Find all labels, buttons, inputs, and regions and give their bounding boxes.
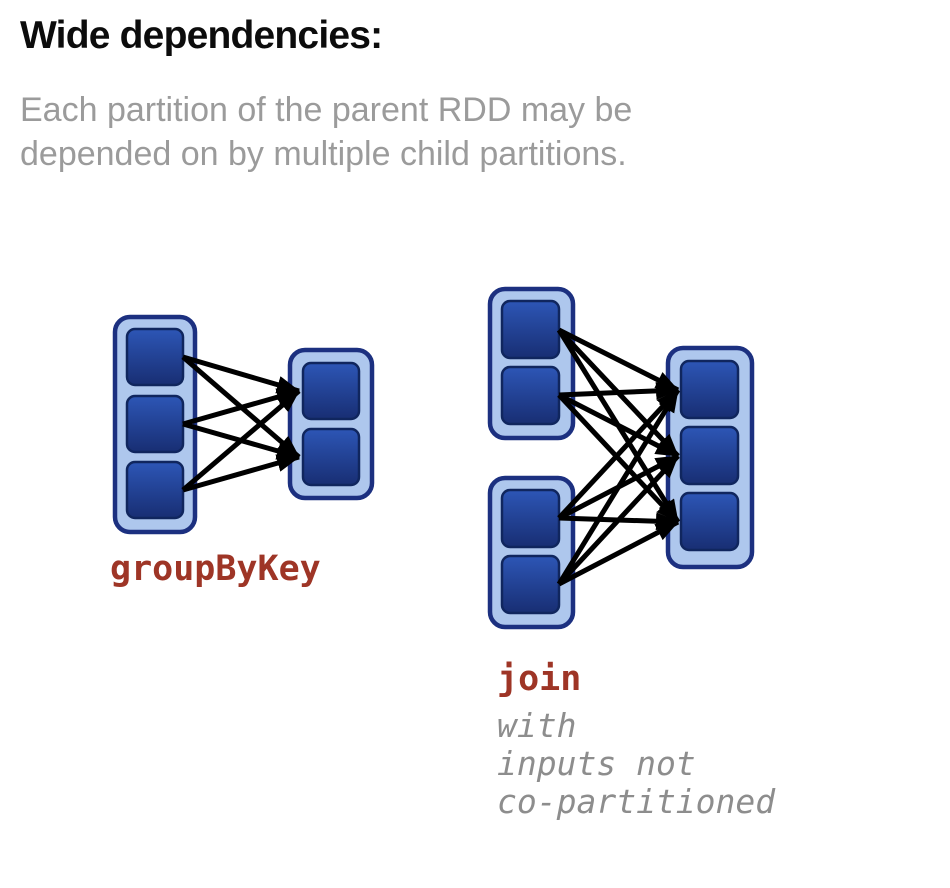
groupbykey-label: groupByKey (110, 549, 321, 589)
rdd-partition (125, 460, 185, 520)
dependency-arrows-layer (181, 327, 681, 587)
join-note-line-3: co-partitioned (497, 782, 776, 821)
dependency-arrow-join-shuffle (557, 392, 680, 459)
rdd-partition (500, 299, 561, 360)
rdd-partition (500, 554, 561, 615)
rdd-partition (125, 394, 185, 454)
join-note-line-1: with (497, 706, 577, 745)
rdd-partition (679, 359, 740, 420)
dependency-arrow-join-shuffle (557, 454, 680, 586)
rdd-partition (301, 427, 361, 487)
rdd-partition (500, 365, 561, 426)
rdd-partition (500, 488, 561, 549)
join-label: join (497, 659, 582, 699)
rdd-partition (679, 491, 740, 552)
dependency-arrow-join-shuffle (558, 381, 679, 400)
dependency-arrow-join-shuffle (557, 393, 680, 524)
page-title: Wide dependencies: (20, 14, 383, 57)
dependency-arrow-groupbykey-shuffle (181, 389, 301, 492)
join-note-line-2: inputs not (497, 744, 696, 783)
rdd-partition (301, 361, 361, 421)
rdd-groups-layer (112, 286, 755, 630)
page-subtitle: Each partition of the parent RDD may be … (20, 91, 633, 173)
dependency-arrow-join-shuffle (557, 327, 680, 393)
rdd-partition (125, 327, 185, 387)
dependency-arrow-join-shuffle (557, 519, 680, 587)
dependency-arrow-groupbykey-shuffle (182, 354, 300, 394)
dependency-arrow-join-shuffle (557, 388, 680, 520)
rdd-partition (679, 425, 740, 486)
dependency-arrow-groupbykey-shuffle (182, 454, 300, 493)
dependency-arrow-join-shuffle (556, 388, 681, 586)
join-note: with inputs not co-partitioned (497, 707, 775, 821)
